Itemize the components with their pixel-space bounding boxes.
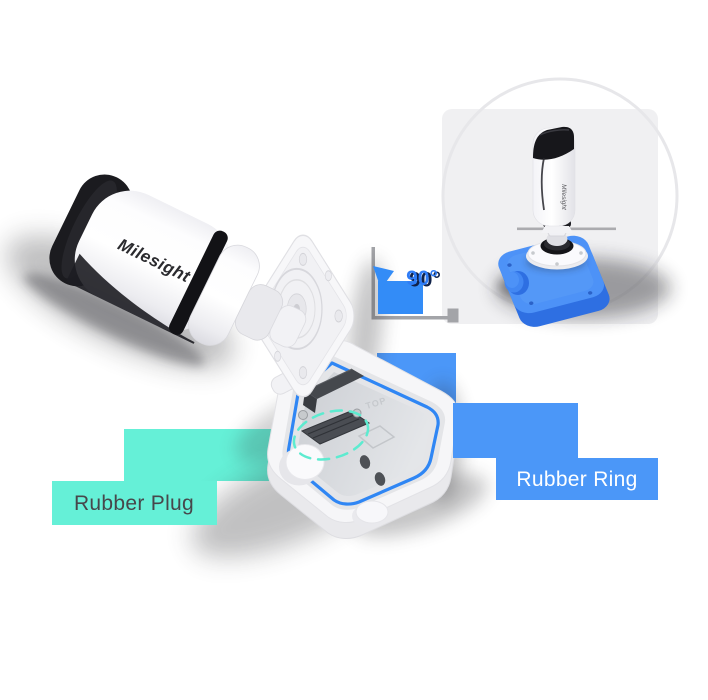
rubber-plug-part bbox=[300, 410, 371, 445]
angle-line-endcap bbox=[447, 308, 459, 323]
inset-panel: Milesight bbox=[441, 77, 679, 327]
rubber-ring-callout-step-3 bbox=[496, 458, 658, 500]
rotation-90-annotation: 90° 90° bbox=[373, 266, 441, 314]
rubber-plug-label: Rubber Plug bbox=[74, 492, 194, 515]
rubber-ring-label: Rubber Ring bbox=[516, 468, 637, 491]
box-knockout-bump bbox=[352, 500, 389, 528]
inset-camera-logo: Milesight bbox=[560, 184, 567, 211]
lid-screw-hole bbox=[334, 309, 343, 323]
lid-screw-hole bbox=[298, 252, 308, 266]
inset-camera: Milesight bbox=[532, 126, 576, 233]
angle-horizontal-line bbox=[371, 316, 449, 320]
angle-value: 90° bbox=[406, 267, 438, 290]
rubber-plug-callout-step-2 bbox=[52, 481, 217, 525]
rim-screw-hole bbox=[359, 455, 371, 469]
rubber-plug-highlight-ellipse bbox=[292, 409, 370, 461]
camera-joint bbox=[269, 305, 307, 348]
rotation-arrow-head-icon bbox=[373, 266, 394, 289]
camera-rear-ring bbox=[169, 230, 228, 335]
rim-screw-hole bbox=[374, 472, 386, 486]
inset-camera-sunshield bbox=[533, 126, 574, 160]
screw-head bbox=[298, 410, 308, 420]
rubber-plug-callout: Rubber Plug bbox=[52, 481, 217, 525]
knockout-template-outline bbox=[357, 425, 396, 449]
camera-contact-shadow bbox=[24, 273, 205, 366]
rubber-ring-callout-step-2 bbox=[453, 403, 578, 458]
lid-screw-hole bbox=[298, 366, 308, 380]
bullet-camera: Milesight bbox=[24, 174, 307, 366]
rubber-ring-callout: Rubber Ring bbox=[453, 403, 658, 500]
angle-value-shadow: 90° bbox=[409, 269, 441, 292]
rotation-arrow-body bbox=[378, 281, 423, 314]
inset-camera-seam bbox=[540, 157, 545, 211]
